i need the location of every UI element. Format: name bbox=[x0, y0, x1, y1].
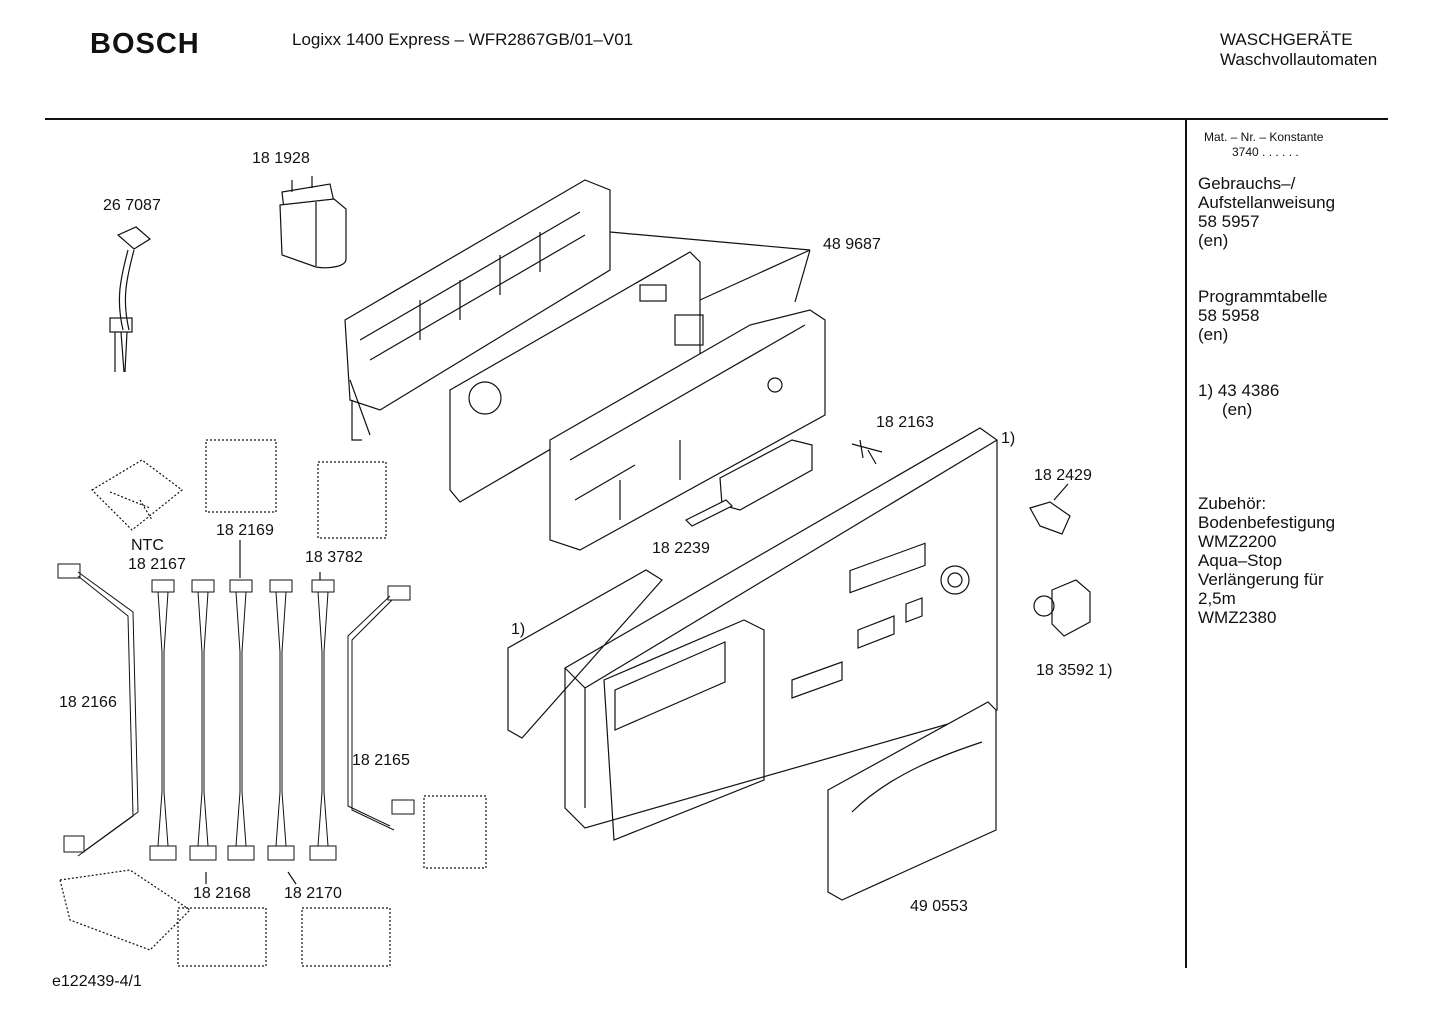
control-module-frame-icon bbox=[344, 179, 611, 441]
note-label-a: 1) bbox=[1001, 430, 1016, 447]
part-label-489687: 48 9687 bbox=[823, 236, 881, 253]
program-table-number: 58 5958 bbox=[1198, 306, 1260, 325]
part-label-182170: 18 2170 bbox=[284, 885, 342, 902]
category-line-2: Waschvollautomaten bbox=[1220, 50, 1378, 69]
mat-number-value: 3740 . . . . . . bbox=[1232, 145, 1299, 159]
power-cord-icon bbox=[109, 226, 152, 373]
part-label-182168: 18 2168 bbox=[193, 885, 251, 902]
note-label-b: 1) bbox=[511, 621, 526, 638]
accessory-line-6: 2,5m bbox=[1198, 589, 1236, 608]
accessory-line-2: Bodenbefestigung bbox=[1198, 513, 1336, 532]
program-table-language: (en) bbox=[1198, 325, 1229, 344]
manual-language: (en) bbox=[1198, 231, 1229, 250]
note-block: 1) 43 4386 (en) bbox=[1198, 381, 1279, 419]
part-label-267087: 26 7087 bbox=[103, 197, 161, 214]
model-title: Logixx 1400 Express – WFR2867GB/01–V01 bbox=[292, 30, 634, 49]
control-module-front-icon bbox=[549, 309, 826, 551]
manual-number: 58 5957 bbox=[1198, 212, 1260, 231]
part-label-182169: 18 2169 bbox=[216, 522, 274, 539]
accessory-line-4: Aqua–Stop bbox=[1198, 551, 1283, 570]
category-block: WASCHGERÄTE Waschvollautomaten bbox=[1220, 30, 1377, 70]
accessories-block: Zubehör: Bodenbefestigung WMZ2200 Aqua–S… bbox=[1198, 494, 1335, 627]
manual-block: Gebrauchs–/ Aufstellanweisung 58 5957 (e… bbox=[1198, 174, 1335, 250]
knob-icon bbox=[1033, 579, 1091, 637]
part-label-183592: 18 3592 1) bbox=[1036, 662, 1113, 679]
note-reference: 1) 43 4386 bbox=[1198, 381, 1280, 400]
circuit-board-icon bbox=[449, 251, 704, 503]
wiring-harness-icon bbox=[57, 563, 415, 861]
part-label-181928: 18 1928 bbox=[252, 150, 310, 167]
manual-line-1: Gebrauchs–/ bbox=[1198, 174, 1296, 193]
part-label-ntc: NTC bbox=[131, 537, 164, 554]
pin-icon bbox=[851, 439, 883, 465]
program-table-block: Programmtabelle 58 5958 (en) bbox=[1198, 287, 1327, 344]
drawer-handle-icon bbox=[827, 701, 997, 901]
filter-icon bbox=[279, 176, 347, 269]
category-line-1: WASCHGERÄTE bbox=[1220, 30, 1353, 49]
part-label-182163: 18 2163 bbox=[876, 414, 934, 431]
part-label-490553: 49 0553 bbox=[910, 898, 968, 915]
accessory-line-7: WMZ2380 bbox=[1198, 608, 1277, 627]
switch-icon bbox=[1029, 483, 1071, 535]
accessory-line-3: WMZ2200 bbox=[1198, 532, 1277, 551]
part-label-182167: 18 2167 bbox=[128, 556, 186, 573]
program-table-title: Programmtabelle bbox=[1198, 287, 1328, 306]
reference-boxes bbox=[59, 439, 487, 967]
drawing-code: e122439-4/1 bbox=[52, 973, 142, 990]
seal-icon bbox=[507, 569, 663, 739]
accessory-line-5: Verlängerung für bbox=[1198, 570, 1324, 589]
part-label-182429: 18 2429 bbox=[1034, 467, 1092, 484]
mat-number-title: Mat. – Nr. – Konstante bbox=[1204, 130, 1324, 144]
display-window-icon bbox=[684, 439, 813, 527]
part-label-182165: 18 2165 bbox=[352, 752, 410, 769]
note-language: (en) bbox=[1222, 400, 1253, 419]
brand-logo: BOSCH bbox=[90, 28, 200, 60]
part-label-183782: 18 3782 bbox=[305, 549, 363, 566]
part-label-182239: 18 2239 bbox=[652, 540, 710, 557]
accessories-title: Zubehör: bbox=[1198, 494, 1267, 513]
manual-line-2: Aufstellanweisung bbox=[1198, 193, 1336, 212]
part-label-182166: 18 2166 bbox=[59, 694, 117, 711]
ntc-sensor-icon bbox=[91, 459, 183, 531]
fascia-panel-icon bbox=[564, 427, 998, 841]
